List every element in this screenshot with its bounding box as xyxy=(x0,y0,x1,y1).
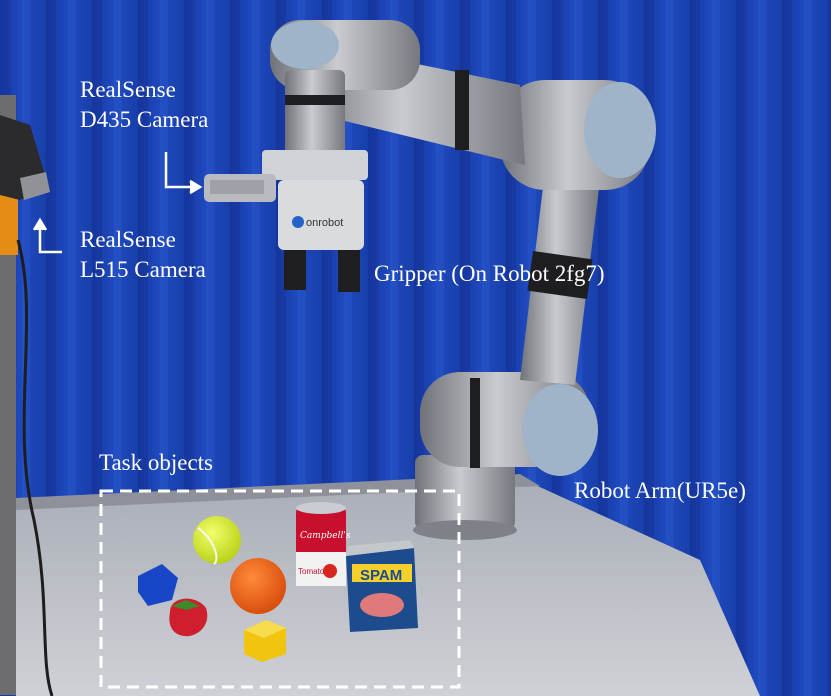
l515-label-line1: RealSense xyxy=(80,227,176,252)
d435-pointer-arrow xyxy=(164,152,203,195)
blue-cube xyxy=(138,564,178,606)
gripper: onrobot xyxy=(262,150,368,292)
orange xyxy=(230,558,286,614)
spam-text: SPAM xyxy=(360,567,402,584)
d435-camera-label: RealSense D435 Camera xyxy=(80,75,208,135)
robot-arm-label: Robot Arm(UR5e) xyxy=(574,478,746,503)
gripper-label: Gripper (On Robot 2fg7) xyxy=(374,261,605,286)
l515-camera-mount xyxy=(0,95,50,695)
l515-label-line2: L515 Camera xyxy=(80,257,206,282)
l515-camera-label: RealSense L515 Camera xyxy=(80,225,206,285)
camera-cable xyxy=(16,239,54,696)
tomato-text: Tomato xyxy=(298,567,325,576)
d435-camera xyxy=(204,174,276,202)
spam-can xyxy=(346,548,418,632)
campbells-text: Campbell's xyxy=(300,531,351,541)
task-objects: Campbell's Tomato SPAM xyxy=(138,502,418,662)
d435-label-line1: RealSense xyxy=(80,77,176,102)
l515-pointer-arrow xyxy=(32,217,62,254)
tennis-ball xyxy=(193,516,241,564)
task-objects-box xyxy=(99,489,461,689)
task-objects-label: Task objects xyxy=(99,450,214,475)
strawberry xyxy=(169,598,208,637)
robot-arm xyxy=(270,20,656,540)
gripper-brand-text: onrobot xyxy=(306,217,343,229)
d435-label-line2: D435 Camera xyxy=(80,107,209,132)
